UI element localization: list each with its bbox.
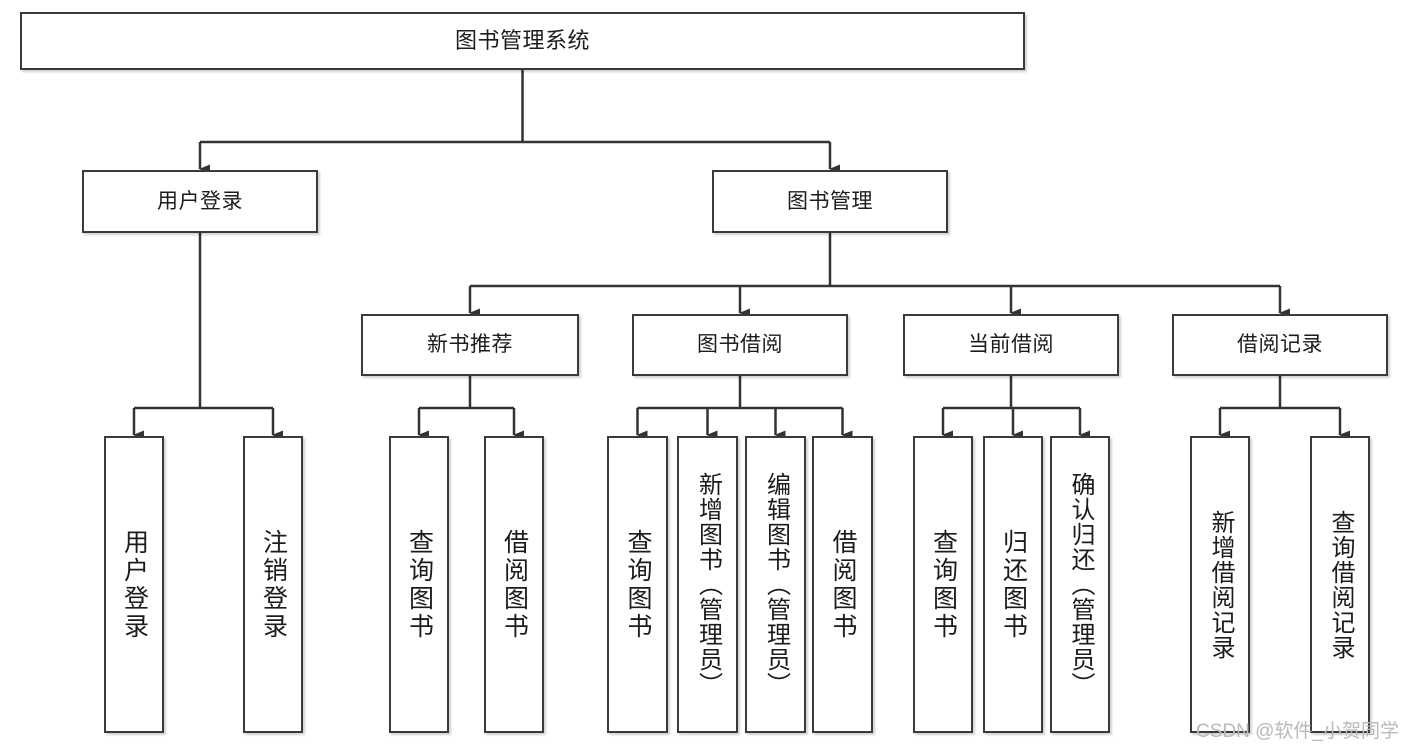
leaf-confirm-return-admin[interactable]: 确认归还（管理员） — [1050, 436, 1110, 733]
node-current-borrow-label: 当前借阅 — [968, 333, 1054, 357]
leaf-query-book[interactable]: 查询图书 — [607, 436, 668, 733]
leaf-user-login-label: 用户登录 — [120, 528, 149, 641]
leaf-borrow-book-recommend-label: 借阅图书 — [500, 528, 529, 641]
leaf-borrow-book-label: 借阅图书 — [829, 528, 857, 641]
node-book-borrow[interactable]: 图书借阅 — [632, 314, 848, 376]
leaf-query-borrow-record[interactable]: 查询借阅记录 — [1310, 436, 1370, 733]
leaf-query-book-label: 查询图书 — [624, 528, 652, 641]
node-borrow-record[interactable]: 借阅记录 — [1172, 314, 1388, 376]
node-user-login[interactable]: 用户登录 — [82, 170, 318, 233]
node-book-management[interactable]: 图书管理 — [712, 170, 948, 233]
node-current-borrow[interactable]: 当前借阅 — [903, 314, 1119, 376]
leaf-add-borrow-record-label: 新增借阅记录 — [1207, 509, 1234, 660]
node-book-management-label: 图书管理 — [787, 189, 873, 213]
leaf-edit-book-admin[interactable]: 编辑图书（管理员） — [745, 436, 806, 733]
leaf-user-login[interactable]: 用户登录 — [104, 436, 164, 733]
node-user-login-label: 用户登录 — [157, 189, 243, 213]
leaf-borrow-book[interactable]: 借阅图书 — [812, 436, 873, 733]
leaf-query-borrow-record-label: 查询借阅记录 — [1327, 509, 1354, 660]
leaf-return-book-label: 归还图书 — [999, 528, 1028, 641]
leaf-logout-label: 注销登录 — [259, 528, 288, 641]
node-root[interactable]: 图书管理系统 — [20, 12, 1025, 70]
leaf-edit-book-admin-label: 编辑图书（管理员） — [762, 472, 790, 697]
leaf-borrow-book-recommend[interactable]: 借阅图书 — [484, 436, 544, 733]
leaf-logout[interactable]: 注销登录 — [243, 436, 303, 733]
csdn-watermark: CSDN @软件_小贺同学 — [1196, 721, 1399, 742]
leaf-add-borrow-record[interactable]: 新增借阅记录 — [1190, 436, 1250, 733]
leaf-add-book-admin[interactable]: 新增图书（管理员） — [677, 436, 738, 733]
node-root-label: 图书管理系统 — [454, 27, 590, 53]
leaf-return-book[interactable]: 归还图书 — [983, 436, 1043, 733]
leaf-query-book-recommend[interactable]: 查询图书 — [389, 436, 449, 733]
node-new-book-recommend-label: 新书推荐 — [427, 333, 513, 357]
edge-layer — [132, 70, 1350, 440]
leaf-query-book-current[interactable]: 查询图书 — [913, 436, 973, 733]
node-book-borrow-label: 图书借阅 — [697, 333, 783, 357]
leaf-query-book-current-label: 查询图书 — [929, 528, 958, 641]
node-new-book-recommend[interactable]: 新书推荐 — [361, 314, 579, 376]
node-borrow-record-label: 借阅记录 — [1237, 333, 1323, 357]
leaf-add-book-admin-label: 新增图书（管理员） — [694, 472, 722, 697]
leaf-confirm-return-admin-label: 确认归还（管理员） — [1067, 472, 1094, 697]
leaf-query-book-recommend-label: 查询图书 — [405, 528, 434, 641]
